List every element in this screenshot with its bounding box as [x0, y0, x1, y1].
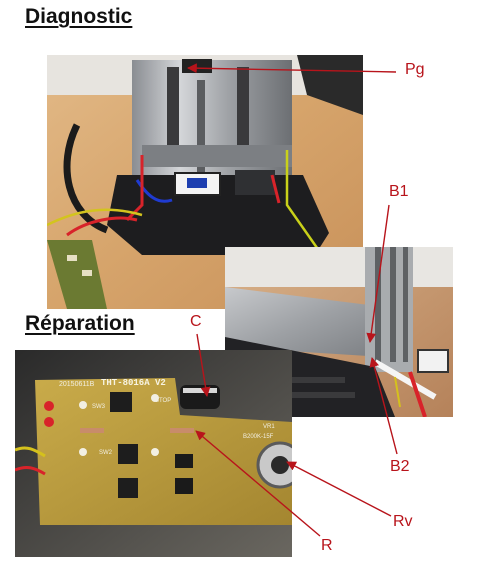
callout-label-b1: B1	[389, 183, 409, 200]
pcb-stop-label: STOP	[155, 398, 171, 404]
callout-label-rv: Rv	[393, 513, 413, 530]
callout-label-r: R	[321, 537, 333, 554]
pcb-sw3-label: SW3	[92, 404, 106, 410]
pcb-model-label: THT-8016A V2	[101, 378, 166, 388]
pcb-date-label: 20150611B	[59, 381, 95, 388]
heading-reparation: Réparation	[25, 312, 135, 335]
callout-label-c: C	[190, 313, 202, 330]
pcb-pot-ref-label: VR1	[263, 424, 275, 430]
toaster-diagnostic-photo	[47, 55, 363, 309]
pcb-pot-label: B200K-15F	[243, 434, 274, 440]
callout-label-b2: B2	[390, 458, 410, 475]
pcb-sw2-label: SW2	[99, 450, 113, 456]
heading-diagnostic: Diagnostic	[25, 5, 133, 28]
pcb-repair-photo: 20150611B THT-8016A V2 SW3 STOP SW2 VR1 …	[15, 350, 292, 557]
callout-line-rv	[286, 461, 392, 517]
callout-label-pg: Pg	[405, 61, 425, 78]
